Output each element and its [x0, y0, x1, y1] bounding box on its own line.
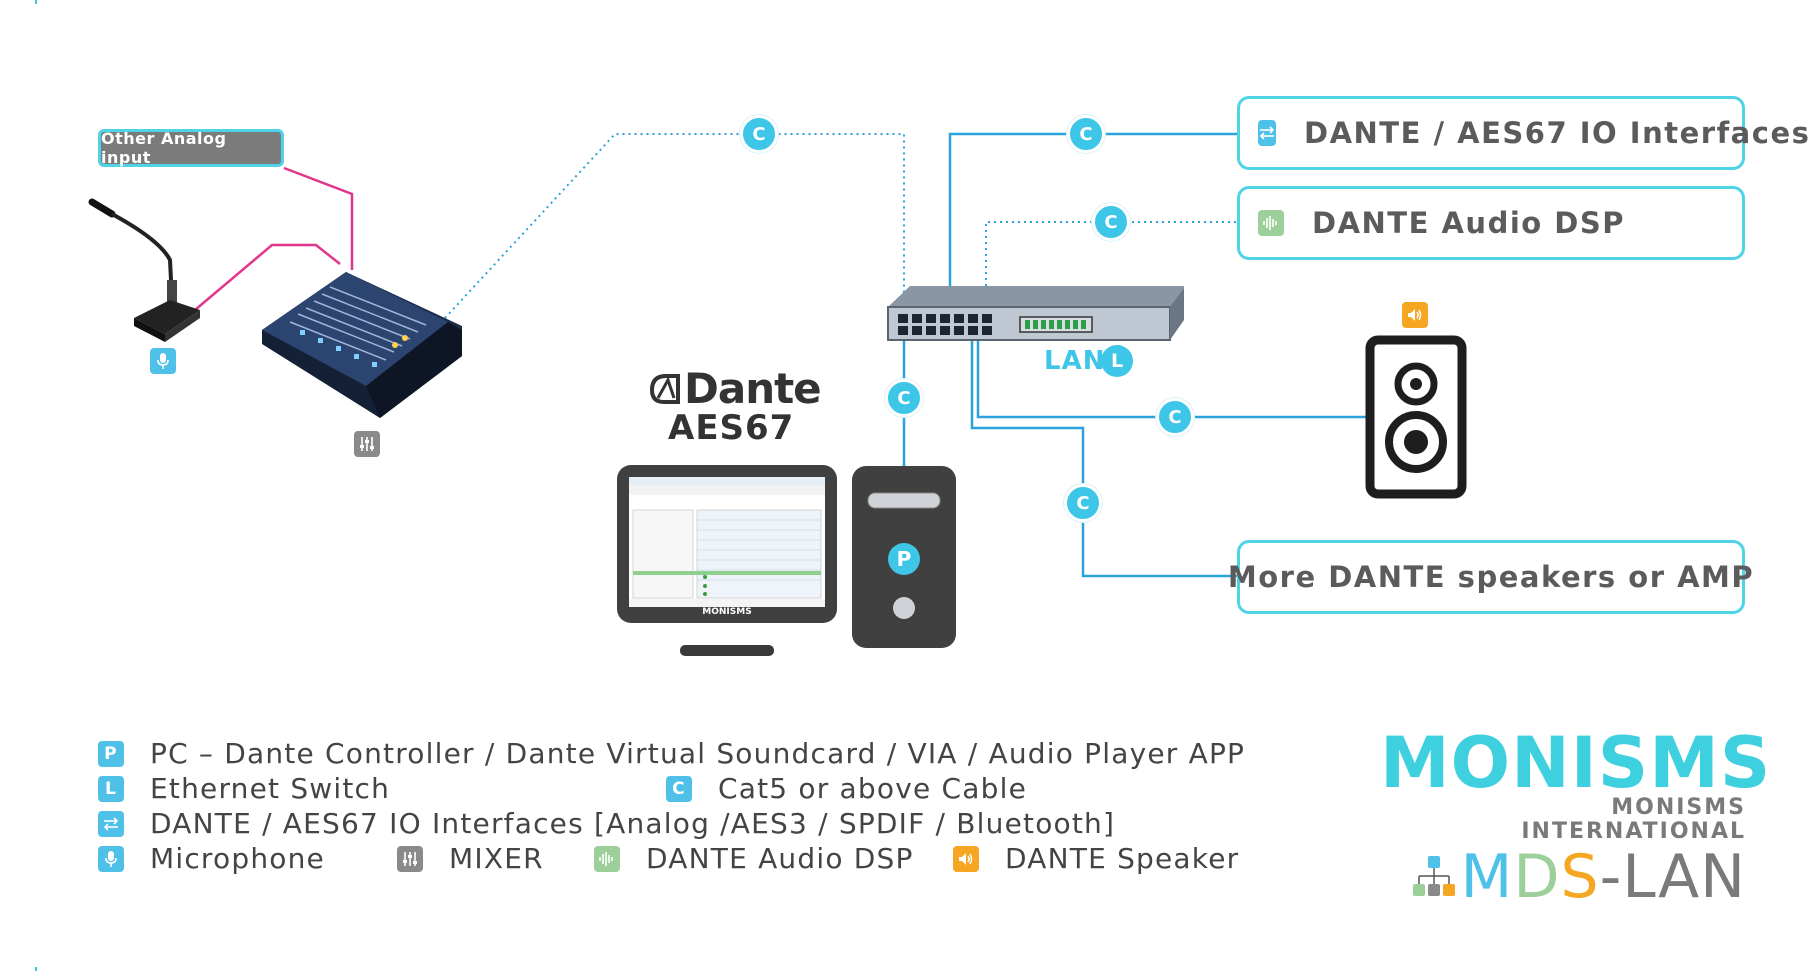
- network-tree-icon: [1412, 856, 1455, 896]
- cable-badge-io: C: [1067, 115, 1105, 153]
- brand-subtitle: MONISMS INTERNATIONAL: [1521, 795, 1746, 844]
- product-line: MDS-LAN: [1380, 847, 1746, 907]
- speaker-volume-icon: [1402, 302, 1428, 328]
- legend-switch-text: Ethernet Switch: [150, 772, 391, 805]
- legend-speaker: DANTE Speaker: [953, 842, 1239, 875]
- legend-cable: C Cat5 or above Cable: [666, 772, 1027, 805]
- other-analog-input-label: Other Analog input: [98, 129, 284, 167]
- microphone-icon: [98, 845, 124, 872]
- more-speakers-text: More DANTE speakers or AMP: [1227, 560, 1755, 594]
- brand-name: MONISMS: [1380, 722, 1772, 804]
- swap-arrows-icon: [1258, 120, 1276, 146]
- legend-cable-text: Cat5 or above Cable: [718, 772, 1027, 805]
- legend-dsp: DANTE Audio DSP: [594, 842, 914, 875]
- legend-dsp-text: DANTE Audio DSP: [646, 842, 914, 875]
- mixer-device: [262, 272, 462, 418]
- io-interfaces-box: DANTE / AES67 IO Interfaces: [1237, 96, 1809, 170]
- legend-switch: L Ethernet Switch: [98, 772, 390, 805]
- legend-mixer-text: MIXER: [449, 842, 544, 875]
- analog-cables: [194, 166, 354, 311]
- cable-legend-badge: C: [666, 775, 692, 802]
- pc-badge: P: [888, 543, 920, 575]
- product-m: M: [1460, 842, 1514, 912]
- waveform-icon: [1258, 210, 1284, 236]
- cable-badge-mixer: C: [740, 115, 778, 153]
- cable-badge-dsp: C: [1092, 203, 1130, 241]
- legend-pc: P PC – Dante Controller / Dante Virtual …: [98, 737, 1245, 770]
- legend-speaker-text: DANTE Speaker: [1005, 842, 1240, 875]
- audio-dsp-box: DANTE Audio DSP: [1237, 186, 1745, 260]
- legend-mic-text: Microphone: [150, 842, 325, 875]
- mixer-sliders-icon: [354, 431, 380, 457]
- more-speakers-box: More DANTE speakers or AMP: [1228, 540, 1753, 614]
- computer-monitor: [617, 465, 837, 656]
- cable-badge-speaker: C: [1156, 398, 1194, 436]
- pc-legend-badge: P: [98, 740, 124, 767]
- audio-dsp-text: DANTE Audio DSP: [1312, 206, 1625, 240]
- swap-arrows-icon: [98, 810, 124, 837]
- dante-mark-icon: [649, 374, 680, 404]
- io-interfaces-text: DANTE / AES67 IO Interfaces: [1304, 116, 1810, 150]
- switch-legend-badge: L: [98, 775, 124, 802]
- product-s: S: [1560, 842, 1600, 912]
- cable-badge-pc: C: [885, 379, 923, 417]
- product-d: D: [1513, 842, 1561, 912]
- cable-badge-more: C: [1064, 484, 1102, 522]
- legend-mic: Microphone: [98, 842, 325, 875]
- lan-label: LAN: [1044, 346, 1106, 376]
- product-rest: -LAN: [1599, 842, 1746, 912]
- waveform-icon: [594, 845, 620, 872]
- dante-aes67-logo: Dante AES67: [648, 364, 822, 448]
- speaker-device: [1365, 335, 1467, 499]
- legend-io: DANTE / AES67 IO Interfaces [Analog /AES…: [98, 807, 1115, 840]
- speaker-volume-icon: [953, 845, 979, 872]
- monitor-brand: MONISMS: [702, 607, 752, 617]
- microphone-device: [88, 198, 200, 342]
- microphone-icon: [150, 348, 176, 374]
- aes67-logo-text: AES67: [668, 408, 795, 448]
- legend-io-text: DANTE / AES67 IO Interfaces [Analog /AES…: [150, 807, 1116, 840]
- legend-mixer: MIXER: [397, 842, 544, 875]
- legend-pc-text: PC – Dante Controller / Dante Virtual So…: [150, 737, 1246, 770]
- brand-block: MONISMS MONISMS INTERNATIONAL MDS-LAN: [1380, 722, 1772, 907]
- mixer-sliders-icon: [397, 845, 423, 872]
- dante-logo-text: Dante: [684, 364, 822, 413]
- ethernet-switch-device: [887, 286, 1184, 341]
- lan-badge: L: [1101, 345, 1133, 377]
